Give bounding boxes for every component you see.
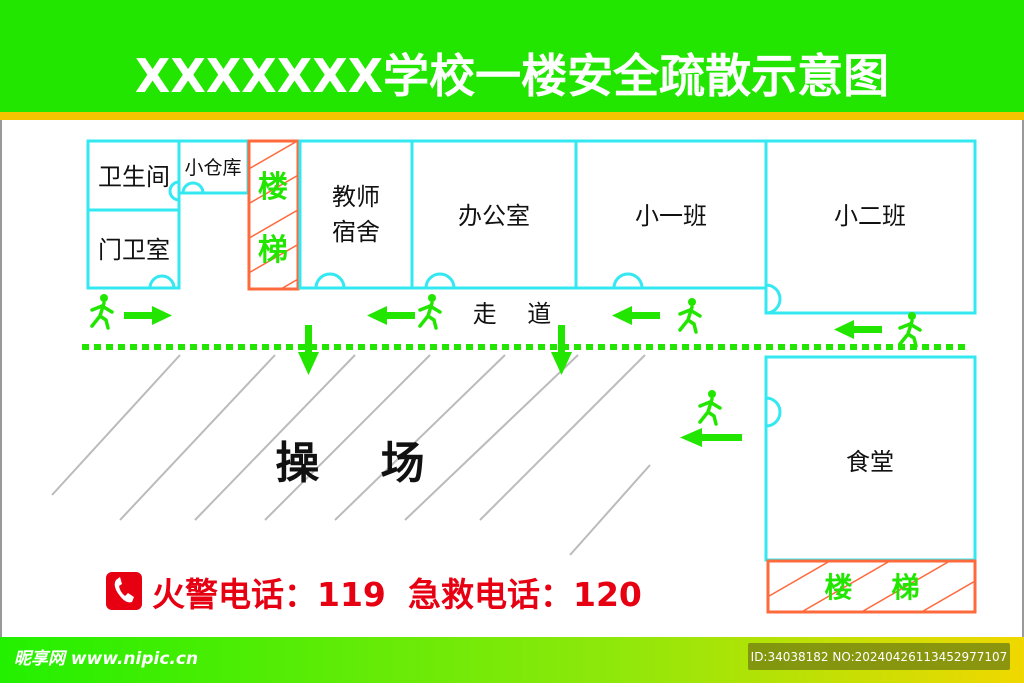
label-corridor: 走 道	[473, 300, 552, 328]
room-dorm	[298, 139, 414, 290]
room-class2	[764, 139, 977, 315]
label-dorm-1: 教师	[332, 183, 380, 211]
label-canteen: 食堂	[846, 448, 894, 476]
emergency-phone: 急救电话：120	[408, 575, 642, 614]
room-toilet	[86, 139, 181, 212]
arrow-icon	[680, 428, 742, 447]
fire-phone: 火警电话：119	[152, 575, 386, 614]
page-title: XXXXXXX学校一楼安全疏散示意图	[135, 49, 889, 103]
arrow-icon	[367, 306, 415, 325]
label-dorm-2: 宿舍	[332, 218, 380, 246]
room-guard	[86, 208, 181, 290]
label-class2: 小二班	[834, 202, 906, 230]
stairs-bottom	[766, 559, 977, 614]
label-guard: 门卫室	[98, 236, 170, 264]
header: XXXXXXX学校一楼安全疏散示意图	[0, 0, 1024, 120]
phone-icon	[106, 572, 142, 610]
arrow-icon	[612, 306, 660, 325]
label-office: 办公室	[458, 202, 530, 230]
room-office	[410, 139, 578, 290]
arrow-icon	[124, 306, 172, 325]
label-class1: 小一班	[635, 202, 707, 230]
arrow-icon	[298, 325, 319, 375]
footer: 昵享网 www.nipic.cn ID:34038182 NO:20240426…	[0, 637, 1024, 683]
label-stairs-1: 楼	[258, 170, 288, 205]
footer-id: ID:34038182 NO:20240426113452977107	[751, 650, 1008, 664]
phone-numbers: 火警电话：119 急救电话：120	[106, 572, 642, 614]
footer-logo: 昵享网 www.nipic.cn	[14, 649, 198, 669]
stairs-left	[247, 139, 300, 291]
arrow-icon	[551, 325, 572, 375]
label-storage: 小仓库	[184, 157, 241, 179]
arrow-icon	[834, 320, 882, 339]
label-stairs-bottom: 楼 梯	[825, 571, 920, 604]
room-canteen	[764, 355, 977, 562]
floor-plan: 卫生间 门卫室 小仓库 楼 梯 教师 宿舍 办公室 小一班 小二班 食堂 楼 梯…	[86, 139, 977, 614]
playground-hatch	[51, 354, 651, 556]
evacuation-route	[82, 292, 970, 447]
label-playground: 操 场	[275, 438, 424, 489]
label-stairs-2: 梯	[258, 233, 288, 268]
label-toilet: 卫生间	[98, 163, 170, 191]
